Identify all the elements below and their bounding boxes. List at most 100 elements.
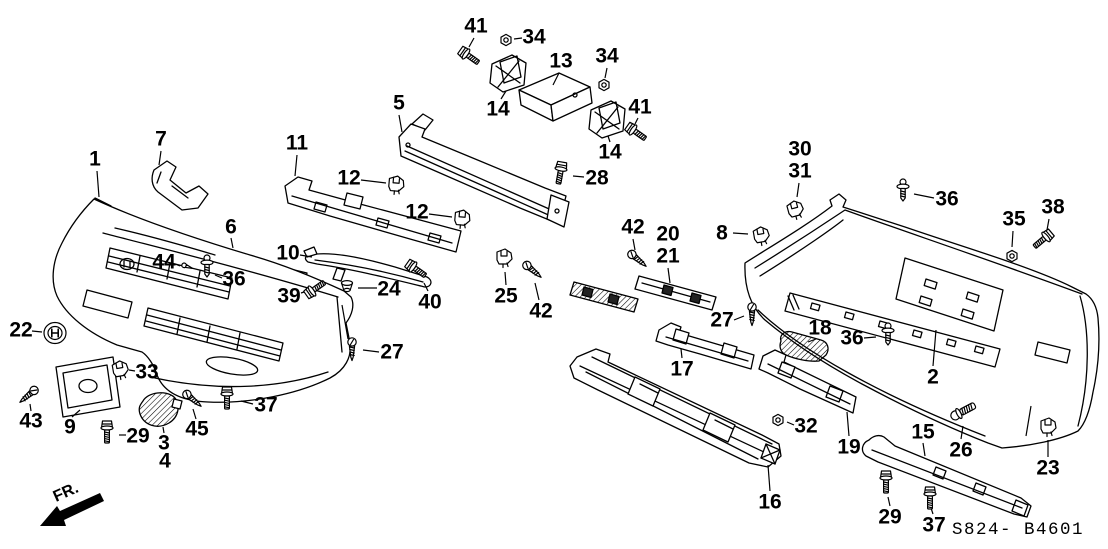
rear-bumper-spacer-21: [569, 281, 639, 313]
clip-8-icon: [752, 226, 770, 247]
callout-31: 31: [788, 160, 812, 183]
callout-37-front: 37: [254, 394, 277, 417]
leader-line-22: [31, 330, 43, 333]
callout-29-rear: 29: [878, 506, 901, 529]
callout-39: 39: [277, 285, 300, 308]
callout-28: 28: [585, 167, 609, 190]
leader-line-10: [299, 254, 313, 258]
leader-line-12-lower: [428, 213, 453, 218]
fog-light-cover-3-4: [138, 392, 183, 427]
leader-line-28: [572, 175, 585, 178]
bolt-28-icon: [554, 160, 568, 185]
leader-line-21: [667, 267, 671, 284]
leader-line-36-front: [214, 274, 223, 279]
callout-15: 15: [911, 421, 935, 444]
leader-line-13: [552, 72, 560, 86]
leader-line-41-left: [468, 37, 475, 48]
callout-42-rear: 42: [621, 216, 644, 239]
leader-line-19: [846, 411, 850, 437]
callout-10: 10: [276, 242, 299, 265]
screw-27-front-icon: [347, 337, 357, 362]
callout-26: 26: [949, 439, 972, 462]
leader-line-17: [680, 348, 683, 359]
screw-42-rear-icon: [627, 249, 647, 267]
callout-6: 6: [225, 216, 237, 239]
leader-line-40: [423, 282, 429, 292]
callout-21: 21: [656, 245, 680, 268]
bumper-mount-block-14-left: [489, 54, 527, 93]
screw-43-icon: [19, 385, 39, 403]
callout-7: 7: [155, 128, 167, 151]
callout-25: 25: [494, 285, 518, 308]
callout-45: 45: [185, 418, 209, 441]
bolt-37-front-icon: [220, 386, 234, 410]
rear-bumper-face: [744, 193, 1100, 449]
callout-9: 9: [64, 416, 76, 439]
leader-line-41-right: [634, 117, 639, 125]
callout-41-left: 41: [464, 15, 488, 38]
fr-direction-arrow: [40, 493, 104, 526]
callout-18: 18: [808, 317, 832, 340]
callout-43: 43: [19, 410, 42, 433]
leader-line-34-left: [513, 37, 523, 40]
rear-bumper-absorber-16: [569, 348, 782, 468]
diagram-part-code: S824- B4601: [952, 520, 1084, 540]
callout-2: 2: [927, 366, 939, 389]
callout-24: 24: [377, 278, 401, 301]
clip-12-upper-icon: [388, 175, 405, 195]
leader-line-36-rear-lower: [863, 336, 877, 339]
callout-42-front: 42: [529, 300, 552, 323]
callout-29-front: 29: [126, 425, 149, 448]
leader-line-38: [1046, 218, 1050, 231]
callout-22: 22: [9, 319, 32, 342]
bolt-40-icon: [404, 258, 427, 278]
bumper-mount-block-14-right: [588, 100, 626, 139]
license-plate-bracket-9: [55, 356, 121, 418]
callout-38: 38: [1041, 196, 1065, 219]
callout-8: 8: [716, 222, 728, 245]
fr-label: FR.: [51, 480, 81, 506]
emblem-22-icon: [43, 321, 67, 345]
nut-32-icon: [772, 413, 784, 427]
clip-30-31-icon: [786, 200, 804, 221]
pushbolt-36-rear-upper-icon: [896, 178, 910, 202]
leader-line-31: [796, 182, 800, 198]
callout-13: 13: [549, 50, 572, 73]
leader-line-42-front: [534, 282, 540, 301]
callout-27-front: 27: [380, 341, 403, 364]
leader-line-36-rear-upper: [913, 193, 935, 199]
callout-32: 32: [794, 415, 817, 438]
callout-36-front: 36: [222, 268, 245, 291]
callout-14-right: 14: [598, 141, 622, 164]
front-bumper-garnish-10: [303, 246, 432, 288]
leader-line-26: [960, 425, 964, 440]
leader-line-8: [732, 232, 749, 235]
front-bumper-absorber-11: [284, 176, 462, 253]
callout-1: 1: [89, 148, 101, 171]
leader-line-11: [294, 154, 298, 177]
callout-5: 5: [393, 92, 405, 115]
front-bumper-beam-5: [398, 113, 570, 228]
leader-line-34-right: [604, 67, 608, 79]
leader-line-7: [158, 150, 162, 166]
leader-line-43: [29, 403, 32, 412]
clip-33-icon: [111, 360, 129, 381]
callout-37-rear: 37: [922, 514, 945, 537]
bumper-spacer-box-13: [518, 72, 593, 122]
leader-line-9: [71, 409, 81, 418]
leader-line-2: [932, 329, 937, 367]
pin-44-icon: [181, 262, 194, 269]
callout-19: 19: [837, 436, 860, 459]
bolt-39-icon: [303, 280, 326, 300]
bolt-29-front-icon: [100, 420, 114, 444]
leader-line-27-front: [362, 349, 380, 353]
callout-44: 44: [152, 251, 176, 274]
bolt-41-left-icon: [457, 45, 480, 65]
callout-34-left: 34: [522, 26, 546, 49]
leader-line-35: [1011, 230, 1014, 248]
bolt-41-right-icon: [624, 121, 647, 141]
leader-line-42-rear: [632, 238, 636, 251]
callout-40: 40: [418, 291, 441, 314]
